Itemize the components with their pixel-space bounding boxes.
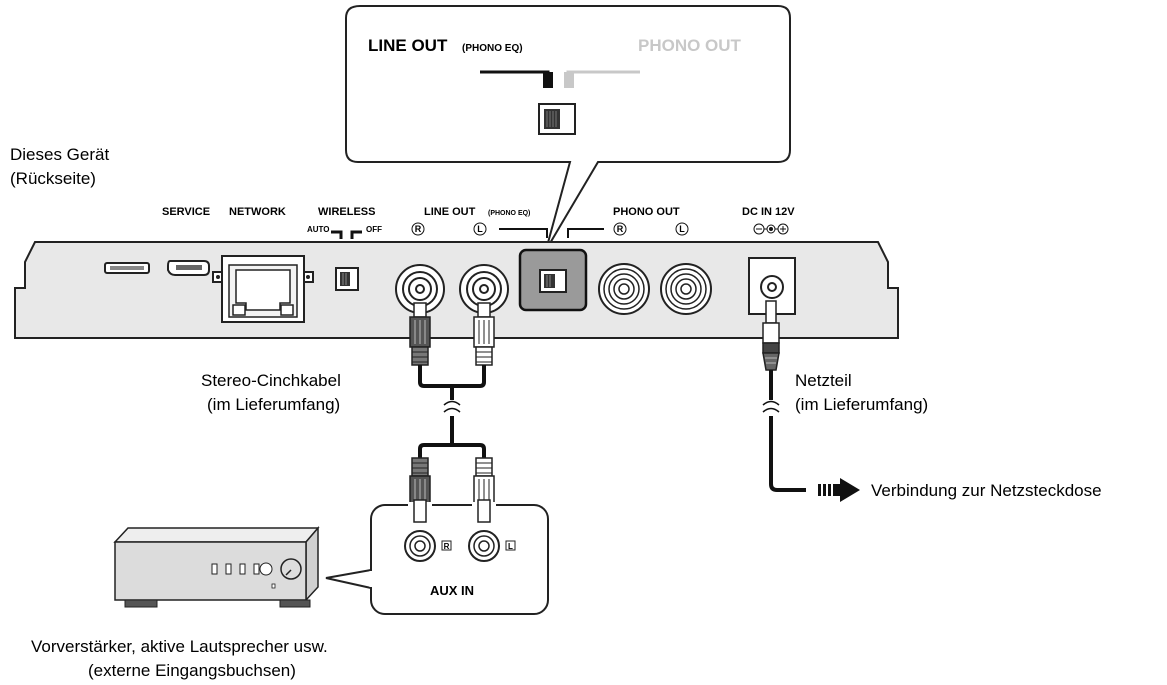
phono-selector-switch [518, 248, 588, 312]
external-amplifier [113, 525, 320, 608]
adapter-label: Netzteil [795, 371, 852, 390]
panel-labels: SERVICE NETWORK WIRELESS AUTO OFF LINE O… [162, 206, 795, 239]
label-line-r: R [415, 224, 422, 234]
adapter-sublabel: (im Lieferumfang) [795, 395, 928, 414]
aux-in-panel: R L AUX IN [325, 499, 549, 615]
line-out-l-jack [459, 264, 509, 314]
stereo-cable-label: Stereo-Cinchkabel [201, 371, 341, 390]
label-auto: AUTO [307, 225, 330, 234]
label-network: NETWORK [229, 206, 286, 218]
power-adapter-cable [762, 300, 860, 502]
phono-out-l-jack [660, 263, 712, 315]
device-title: Dieses Gerät [10, 145, 109, 164]
rca-plug-l-top [473, 302, 495, 366]
label-phono-r: R [617, 224, 624, 234]
label-line-l: L [477, 224, 483, 234]
label-phono-eq: (PHONO EQ) [488, 210, 530, 217]
dc-polarity-icon [753, 223, 789, 235]
label-service: SERVICE [162, 206, 210, 218]
label-dc-in: DC IN 12V [742, 206, 795, 218]
external-device-label: Vorverstärker, aktive Lautsprecher usw. [31, 637, 328, 656]
external-device-sublabel: (externe Eingangsbuchsen) [88, 661, 296, 680]
aux-in-label: AUX IN [430, 583, 474, 598]
phono-out-r-jack [598, 263, 650, 315]
volume-knob-icon [280, 558, 302, 580]
device-subtitle: (Rückseite) [10, 169, 96, 188]
callout-phono-eq-label: (PHONO EQ) [462, 43, 523, 54]
rca-plug-r-top [409, 302, 431, 366]
aux-r-label: R [444, 542, 450, 551]
device-rear-panel [14, 241, 899, 339]
callout-box: LINE OUT (PHONO EQ) PHONO OUT [345, 5, 791, 251]
line-out-r-jack [395, 264, 445, 314]
label-line-out: LINE OUT [424, 206, 476, 218]
outlet-arrow-icon [818, 478, 860, 502]
outlet-label: Verbindung zur Netzsteckdose [871, 481, 1102, 500]
callout-line-out-label: LINE OUT [368, 36, 448, 55]
aux-r-jack [404, 530, 436, 562]
wireless-switch [335, 267, 359, 291]
aux-l-label: L [508, 542, 513, 551]
label-phono-out: PHONO OUT [613, 206, 680, 218]
stereo-cable-sublabel: (im Lieferumfang) [207, 395, 340, 414]
label-off: OFF [366, 225, 382, 234]
label-wireless: WIRELESS [318, 206, 375, 218]
selector-switch-icon [538, 103, 576, 135]
network-port [212, 255, 314, 323]
label-phono-l: L [679, 224, 685, 234]
aux-l-jack [468, 530, 500, 562]
callout-phono-out-label: PHONO OUT [638, 36, 742, 55]
